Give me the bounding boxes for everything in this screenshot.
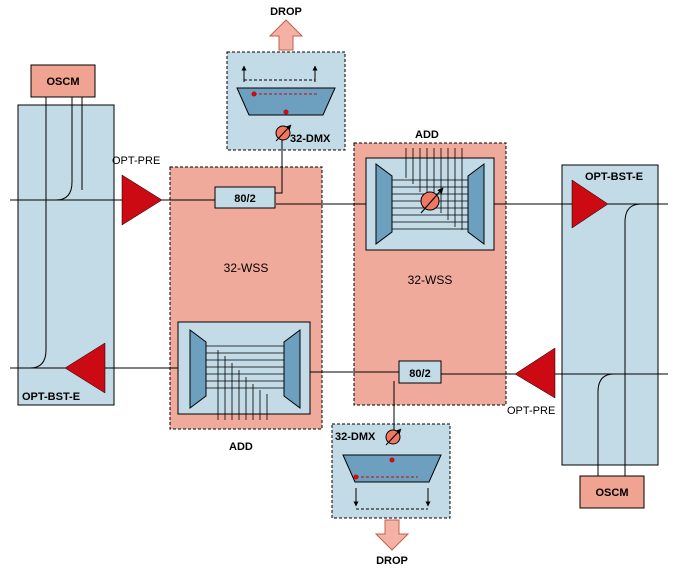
dmx-top-label: 32-DMX bbox=[290, 133, 331, 145]
drop-top-arrow-icon bbox=[268, 19, 304, 51]
splitter-left-label: 80/2 bbox=[234, 193, 255, 205]
wss-left-inner bbox=[177, 321, 311, 420]
dmx-bottom-label: 32-DMX bbox=[335, 431, 376, 443]
drop-bottom-arrow-icon bbox=[374, 519, 410, 551]
oscm-left-box: OSCM bbox=[30, 64, 96, 98]
splitter-right-label: 80/2 bbox=[409, 368, 430, 380]
drop-bottom-label: DROP bbox=[376, 555, 408, 567]
oscm-right-label: OSCM bbox=[596, 487, 629, 499]
opt-pre-left-amplifier-icon bbox=[121, 174, 163, 226]
wss-left-label: 32-WSS bbox=[224, 261, 269, 275]
opt-bst-e-left-amplifier-icon bbox=[64, 342, 106, 394]
wss-right-inner bbox=[365, 148, 495, 251]
dmx-top-demux-icon bbox=[236, 87, 336, 116]
oscm-right-box: OSCM bbox=[579, 475, 645, 509]
opt-bst-e-right-amplifier-icon bbox=[571, 179, 609, 229]
drop-top-label: DROP bbox=[270, 6, 302, 18]
wss-right-label: 32-WSS bbox=[408, 273, 453, 287]
dmx-top-card: 32-DMX bbox=[226, 51, 346, 151]
opt-pre-left-label: OPT-PRE bbox=[112, 155, 160, 167]
dmx-bottom-demux-icon bbox=[342, 454, 442, 483]
add-bottom-label: ADD bbox=[229, 441, 253, 453]
opt-pre-right-label: OPT-PRE bbox=[507, 405, 555, 417]
wss-right-attenuator-icon bbox=[420, 191, 440, 211]
amplifiers bbox=[64, 174, 609, 399]
opt-bst-e-left-card: OPT-BST-E bbox=[17, 104, 115, 406]
opt-bst-e-left-label: OPT-BST-E bbox=[22, 391, 80, 403]
oscm-left-label: OSCM bbox=[47, 76, 80, 88]
add-top-label: ADD bbox=[415, 129, 439, 141]
opt-bst-e-right-label: OPT-BST-E bbox=[585, 171, 643, 183]
opt-pre-right-amplifier-icon bbox=[514, 347, 556, 399]
fiber-lines bbox=[10, 96, 668, 476]
splitter-left: 80/2 bbox=[214, 186, 276, 209]
dmx-bottom-attenuator-icon bbox=[385, 428, 402, 446]
dmx-top-attenuator-icon bbox=[275, 124, 292, 142]
splitter-right: 80/2 bbox=[398, 360, 442, 384]
